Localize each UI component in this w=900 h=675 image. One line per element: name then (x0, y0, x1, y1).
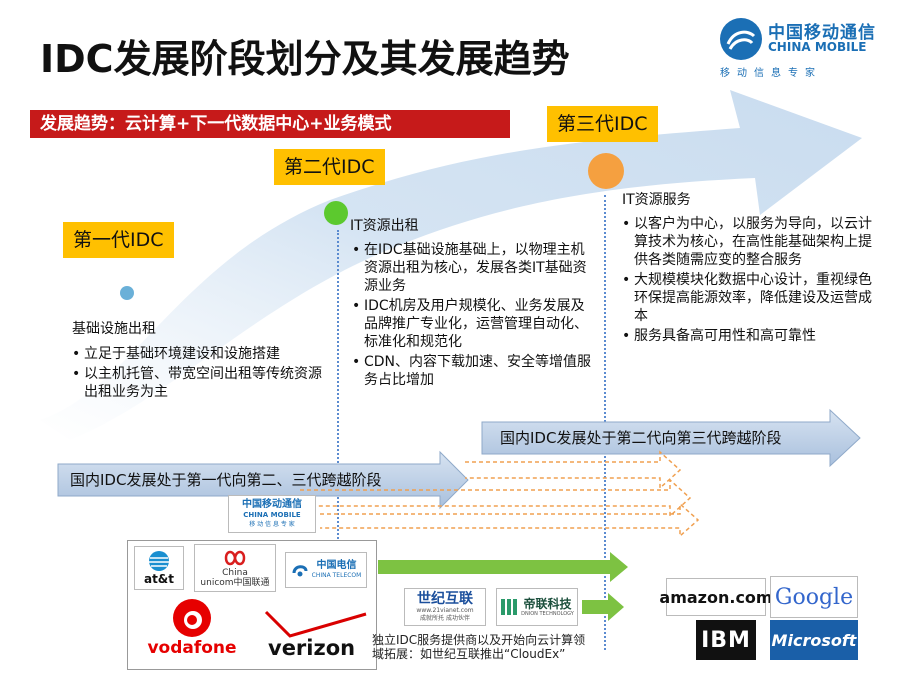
gen1-bullets: 立足于基础环境建设和设施搭建 以主机托管、带宽空间出租等传统资源出租业务为主 (72, 345, 334, 403)
verizon-text: verizon (268, 636, 356, 660)
dashed-arrow-2 (300, 478, 692, 518)
china-mobile-small-logo: 中国移动通信 CHINA MOBILE 移 动 信 息 专 家 (228, 495, 316, 533)
telecom-cn: 中国电信 (316, 560, 357, 571)
microsoft-logo: Microsoft (770, 620, 858, 660)
att-logo: at&t (134, 546, 184, 590)
china-mobile-logo: 中国移动通信 CHINA MOBILE 移动信息专家 (718, 16, 878, 79)
vodafone-speechmark-icon (173, 599, 211, 637)
gen3-bullet: 服务具备高可用性和高可靠性 (622, 327, 872, 345)
amazon-logo: amazon.com (659, 578, 773, 616)
21vianet-slogan: 成就所托 成功伙伴 (420, 615, 470, 622)
gen1-dot (120, 286, 134, 300)
gen1-bullet: 以主机托管、带宽空间出租等传统资源出租业务为主 (72, 365, 334, 401)
brand-cn: 中国移动通信 (768, 23, 876, 43)
cm-small-slogan: 移 动 信 息 专 家 (249, 521, 295, 528)
21vianet-cn: 世纪互联 (417, 591, 473, 607)
stage-arrow-1to23-shape (57, 450, 469, 510)
brand-en: CHINA MOBILE (768, 40, 867, 54)
gen3-dot (588, 153, 624, 189)
stage-arrow-2to3-shape (481, 408, 861, 468)
verizon-logo: verizon (262, 610, 370, 666)
china-mobile-emblem-icon (720, 18, 762, 60)
gen2-bullet: CDN、内容下载加速、安全等增值服务占比增加 (352, 353, 597, 389)
green-arrow-idc (582, 593, 624, 621)
gen2-bullet: 在IDC基础设施基础上，以物理主机资源出租为核心，发展各类IT基础资源业务 (352, 241, 597, 295)
page-title: IDC发展阶段划分及其发展趋势 (40, 37, 570, 81)
dnion-icon (501, 599, 518, 615)
gen3-bullets: 以客户为中心，以服务为导向，以云计算技术为核心，在高性能基础架构上提供各类随需应… (622, 215, 872, 347)
amazon-text: amazon.com (659, 587, 773, 607)
stage-arrow-2to3: 国内IDC发展处于第二代向第三代跨越阶段 (500, 429, 782, 447)
dashed-arrow-3 (320, 502, 700, 538)
microsoft-text: Microsoft (771, 630, 857, 650)
cm-small-cn: 中国移动通信 (242, 499, 302, 510)
green-arrow-operators (378, 552, 628, 582)
google-logo: Google (770, 576, 858, 618)
gen2-dot (324, 201, 348, 225)
vodafone-logo: vodafone (142, 598, 242, 664)
21vianet-sub: www.21vianet.com (416, 607, 474, 614)
telecom-en: CHINA TELECOM (311, 572, 362, 579)
vodafone-text: vodafone (147, 638, 237, 658)
gen2-label: 第二代IDC (274, 149, 385, 185)
china-telecom-logo: 中国电信 CHINA TELECOM (285, 552, 367, 588)
att-globe-icon (149, 551, 169, 571)
gen3-heading: IT资源服务 (622, 192, 691, 208)
21vianet-logo: 世纪互联 www.21vianet.com 成就所托 成功伙伴 (404, 588, 486, 626)
unicom-text-1: China (222, 568, 248, 578)
ibm-text: IBM (701, 627, 751, 653)
telecom-icon (292, 565, 308, 577)
brand-slogan: 移动信息专家 (720, 68, 822, 79)
cm-small-en: CHINA MOBILE (243, 511, 301, 519)
dnion-en: DNION TECHNOLOGY (521, 610, 574, 617)
dnion-cn: 帝联科技 (523, 596, 572, 611)
unicom-knot-icon (224, 550, 246, 566)
gen2-bullet: IDC机房及用户规模化、业务发展及品牌推广专业化，运营管理自动化、标准化和规范化 (352, 297, 597, 351)
dnion-logo: 帝联科技 DNION TECHNOLOGY (496, 588, 578, 626)
google-text: Google (774, 584, 854, 610)
att-text: at&t (143, 572, 175, 586)
verizon-check-icon (264, 610, 367, 638)
ibm-logo: IBM (696, 620, 756, 660)
china-unicom-logo: China unicom中国联通 (194, 544, 276, 592)
unicom-text-2: unicom中国联通 (200, 578, 270, 588)
gen3-bullet: 以客户为中心，以服务为导向，以云计算技术为核心，在高性能基础架构上提供各类随需应… (622, 215, 872, 269)
gen2-heading: IT资源出租 (350, 218, 419, 234)
gen2-guide-line (337, 230, 339, 650)
idc-provider-note: 独立IDC服务提供商以及开始向云计算领域拓展：如世纪互联推出“CloudEx” (372, 633, 586, 661)
stage-arrow-1to23: 国内IDC发展处于第一代向第二、三代跨越阶段 (70, 471, 382, 489)
dashed-arrow-1 (465, 450, 682, 490)
gen2-bullets: 在IDC基础设施基础上，以物理主机资源出租为核心，发展各类IT基础资源业务 ID… (352, 241, 597, 391)
gen3-bullet: 大规模模块化数据中心设计，重视绿色环保提高能源效率，降低建设及运营成本 (622, 271, 872, 325)
gen1-label: 第一代IDC (63, 222, 174, 258)
gen1-bullet: 立足于基础环境建设和设施搭建 (72, 345, 334, 363)
trend-banner: 发展趋势：云计算+下一代数据中心+业务模式 (30, 110, 510, 138)
gen1-heading: 基础设施出租 (72, 321, 156, 337)
gen3-label: 第三代IDC (547, 106, 658, 142)
